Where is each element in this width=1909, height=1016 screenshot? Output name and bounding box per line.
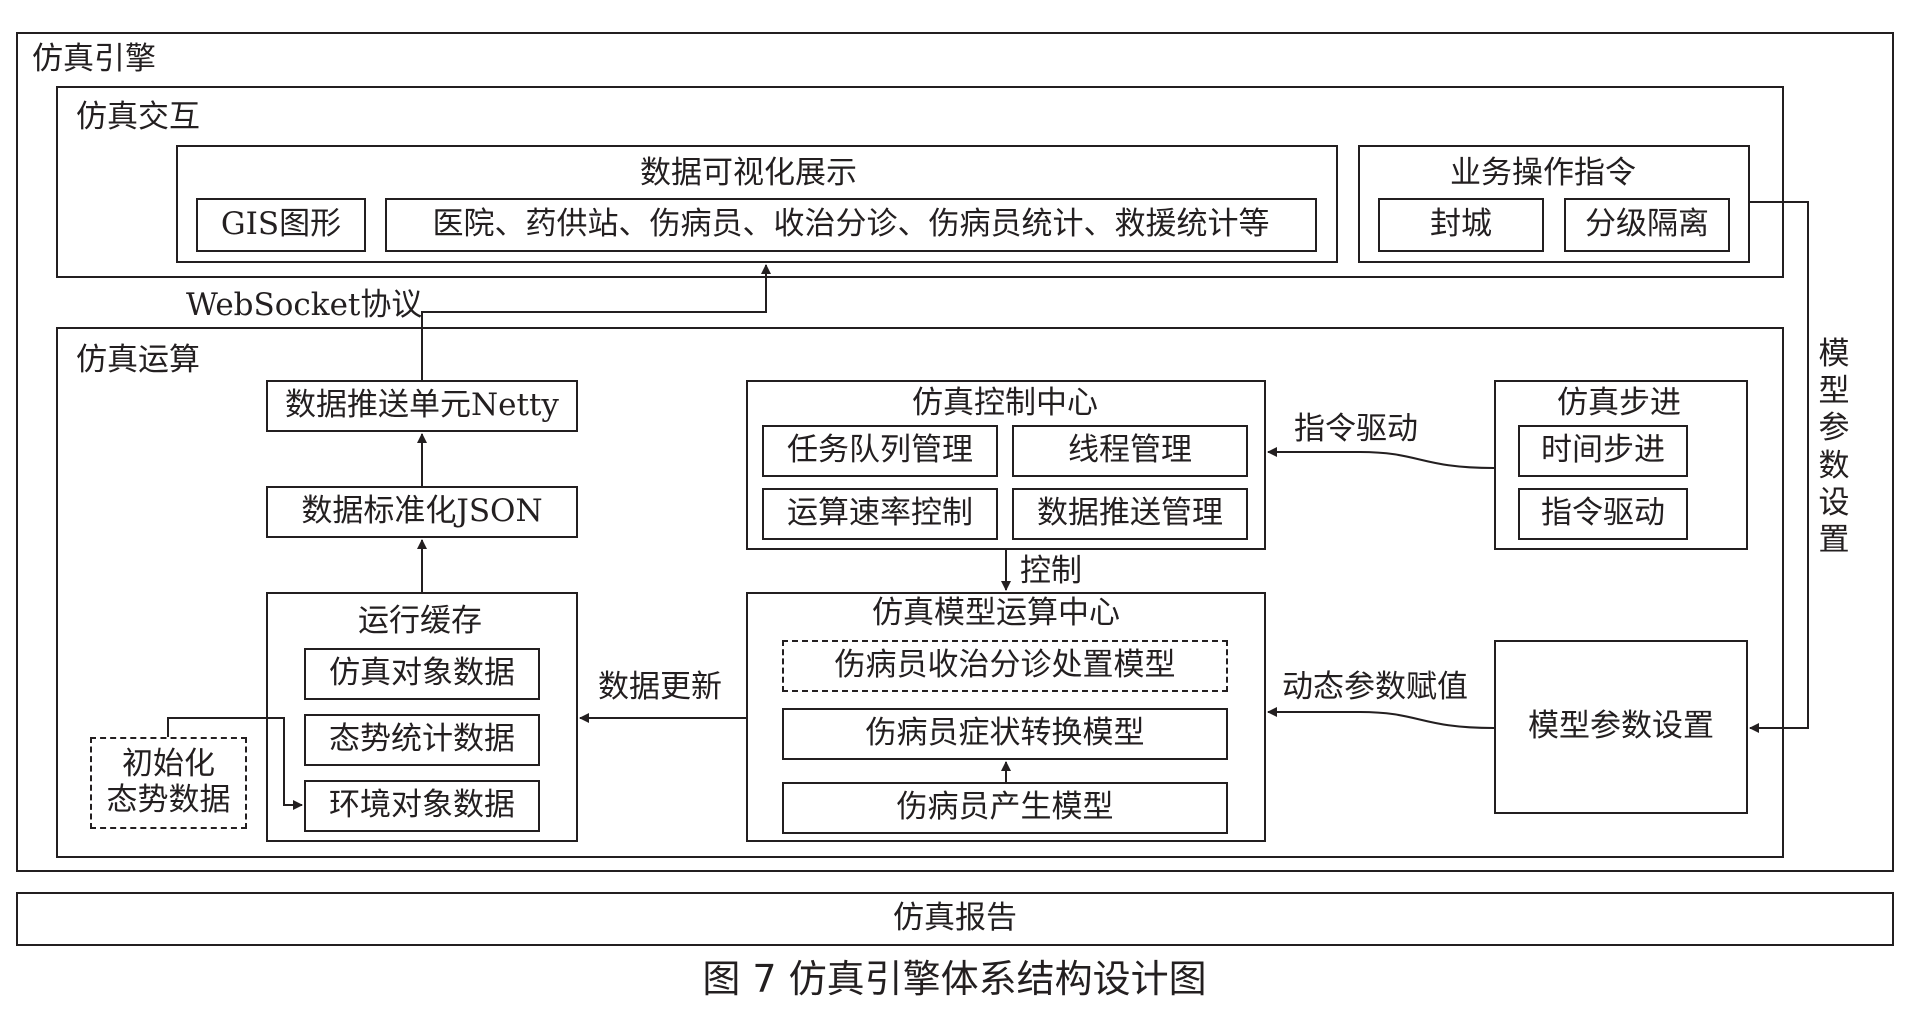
rate-label: 运算速率控制 <box>787 495 973 532</box>
visualization-title: 数据可视化展示 <box>640 155 857 191</box>
model-param-box-label: 模型参数设置 <box>1528 708 1714 745</box>
generate-model-box: 伤病员产生模型 <box>782 782 1228 834</box>
isolation-box: 分级隔离 <box>1564 198 1730 252</box>
thread-label: 线程管理 <box>1068 432 1192 469</box>
data-update-label: 数据更新 <box>598 669 722 705</box>
control-center-title: 仿真控制中心 <box>912 385 1098 421</box>
cache-title: 运行缓存 <box>358 603 482 639</box>
business-title: 业务操作指令 <box>1450 155 1636 191</box>
thread-box: 线程管理 <box>1012 425 1248 477</box>
report-label: 仿真报告 <box>893 900 1017 937</box>
computation-title: 仿真运算 <box>76 342 200 378</box>
symptom-model-label: 伤病员症状转换模型 <box>865 715 1145 752</box>
rate-box: 运算速率控制 <box>762 488 998 540</box>
dynamic-param-label: 动态参数赋值 <box>1282 669 1468 705</box>
cmd-drive-label: 指令驱动 <box>1294 411 1418 447</box>
init-situation-label: 初始化 态势数据 <box>106 746 231 818</box>
json-std-box: 数据标准化JSON <box>266 486 578 538</box>
task-queue-box: 任务队列管理 <box>762 425 998 477</box>
sim-obj-label: 仿真对象数据 <box>329 655 515 692</box>
env-obj-box: 环境对象数据 <box>304 780 540 832</box>
report-box: 仿真报告 <box>16 892 1894 946</box>
lockdown-label: 封城 <box>1430 206 1492 243</box>
time-step-label: 时间步进 <box>1541 432 1665 469</box>
engine-title: 仿真引擎 <box>32 41 156 77</box>
step-cmd-drive-label: 指令驱动 <box>1541 495 1665 532</box>
situation-stats-box: 态势统计数据 <box>304 714 540 766</box>
lockdown-box: 封城 <box>1378 198 1544 252</box>
websocket-label: WebSocket协议 <box>186 287 423 323</box>
model-center-title: 仿真模型运算中心 <box>872 595 1120 631</box>
triage-model-box: 伤病员收治分诊处置模型 <box>782 640 1228 692</box>
push-unit-box: 数据推送单元Netty <box>266 380 578 432</box>
gis-label: GIS图形 <box>220 206 342 243</box>
entities-label: 医院、药供站、伤病员、收治分诊、伤病员统计、救援统计等 <box>432 206 1270 243</box>
push-mgmt-box: 数据推送管理 <box>1012 488 1248 540</box>
env-obj-label: 环境对象数据 <box>329 787 515 824</box>
entities-box: 医院、药供站、伤病员、收治分诊、伤病员统计、救援统计等 <box>385 198 1317 252</box>
time-step-box: 时间步进 <box>1518 425 1688 477</box>
sim-obj-box: 仿真对象数据 <box>304 648 540 700</box>
figure-caption: 图 7 仿真引擎体系结构设计图 <box>702 957 1207 1001</box>
model-param-box: 模型参数设置 <box>1494 640 1748 814</box>
push-mgmt-label: 数据推送管理 <box>1037 495 1223 532</box>
gis-box: GIS图形 <box>196 198 366 252</box>
json-std-label: 数据标准化JSON <box>301 493 543 530</box>
symptom-model-box: 伤病员症状转换模型 <box>782 708 1228 760</box>
triage-model-label: 伤病员收治分诊处置模型 <box>834 647 1176 684</box>
push-unit-label: 数据推送单元Netty <box>285 387 559 424</box>
interaction-title: 仿真交互 <box>76 99 200 135</box>
task-queue-label: 任务队列管理 <box>787 432 973 469</box>
stepping-title: 仿真步进 <box>1557 385 1681 421</box>
step-cmd-drive-box: 指令驱动 <box>1518 488 1688 540</box>
control-label: 控制 <box>1020 553 1082 589</box>
situation-stats-label: 态势统计数据 <box>329 721 515 758</box>
generate-model-label: 伤病员产生模型 <box>896 789 1114 826</box>
isolation-label: 分级隔离 <box>1585 206 1709 243</box>
model-param-vertical-label: 模型参数设置 <box>1818 336 1850 558</box>
init-situation-box: 初始化 态势数据 <box>90 737 247 829</box>
